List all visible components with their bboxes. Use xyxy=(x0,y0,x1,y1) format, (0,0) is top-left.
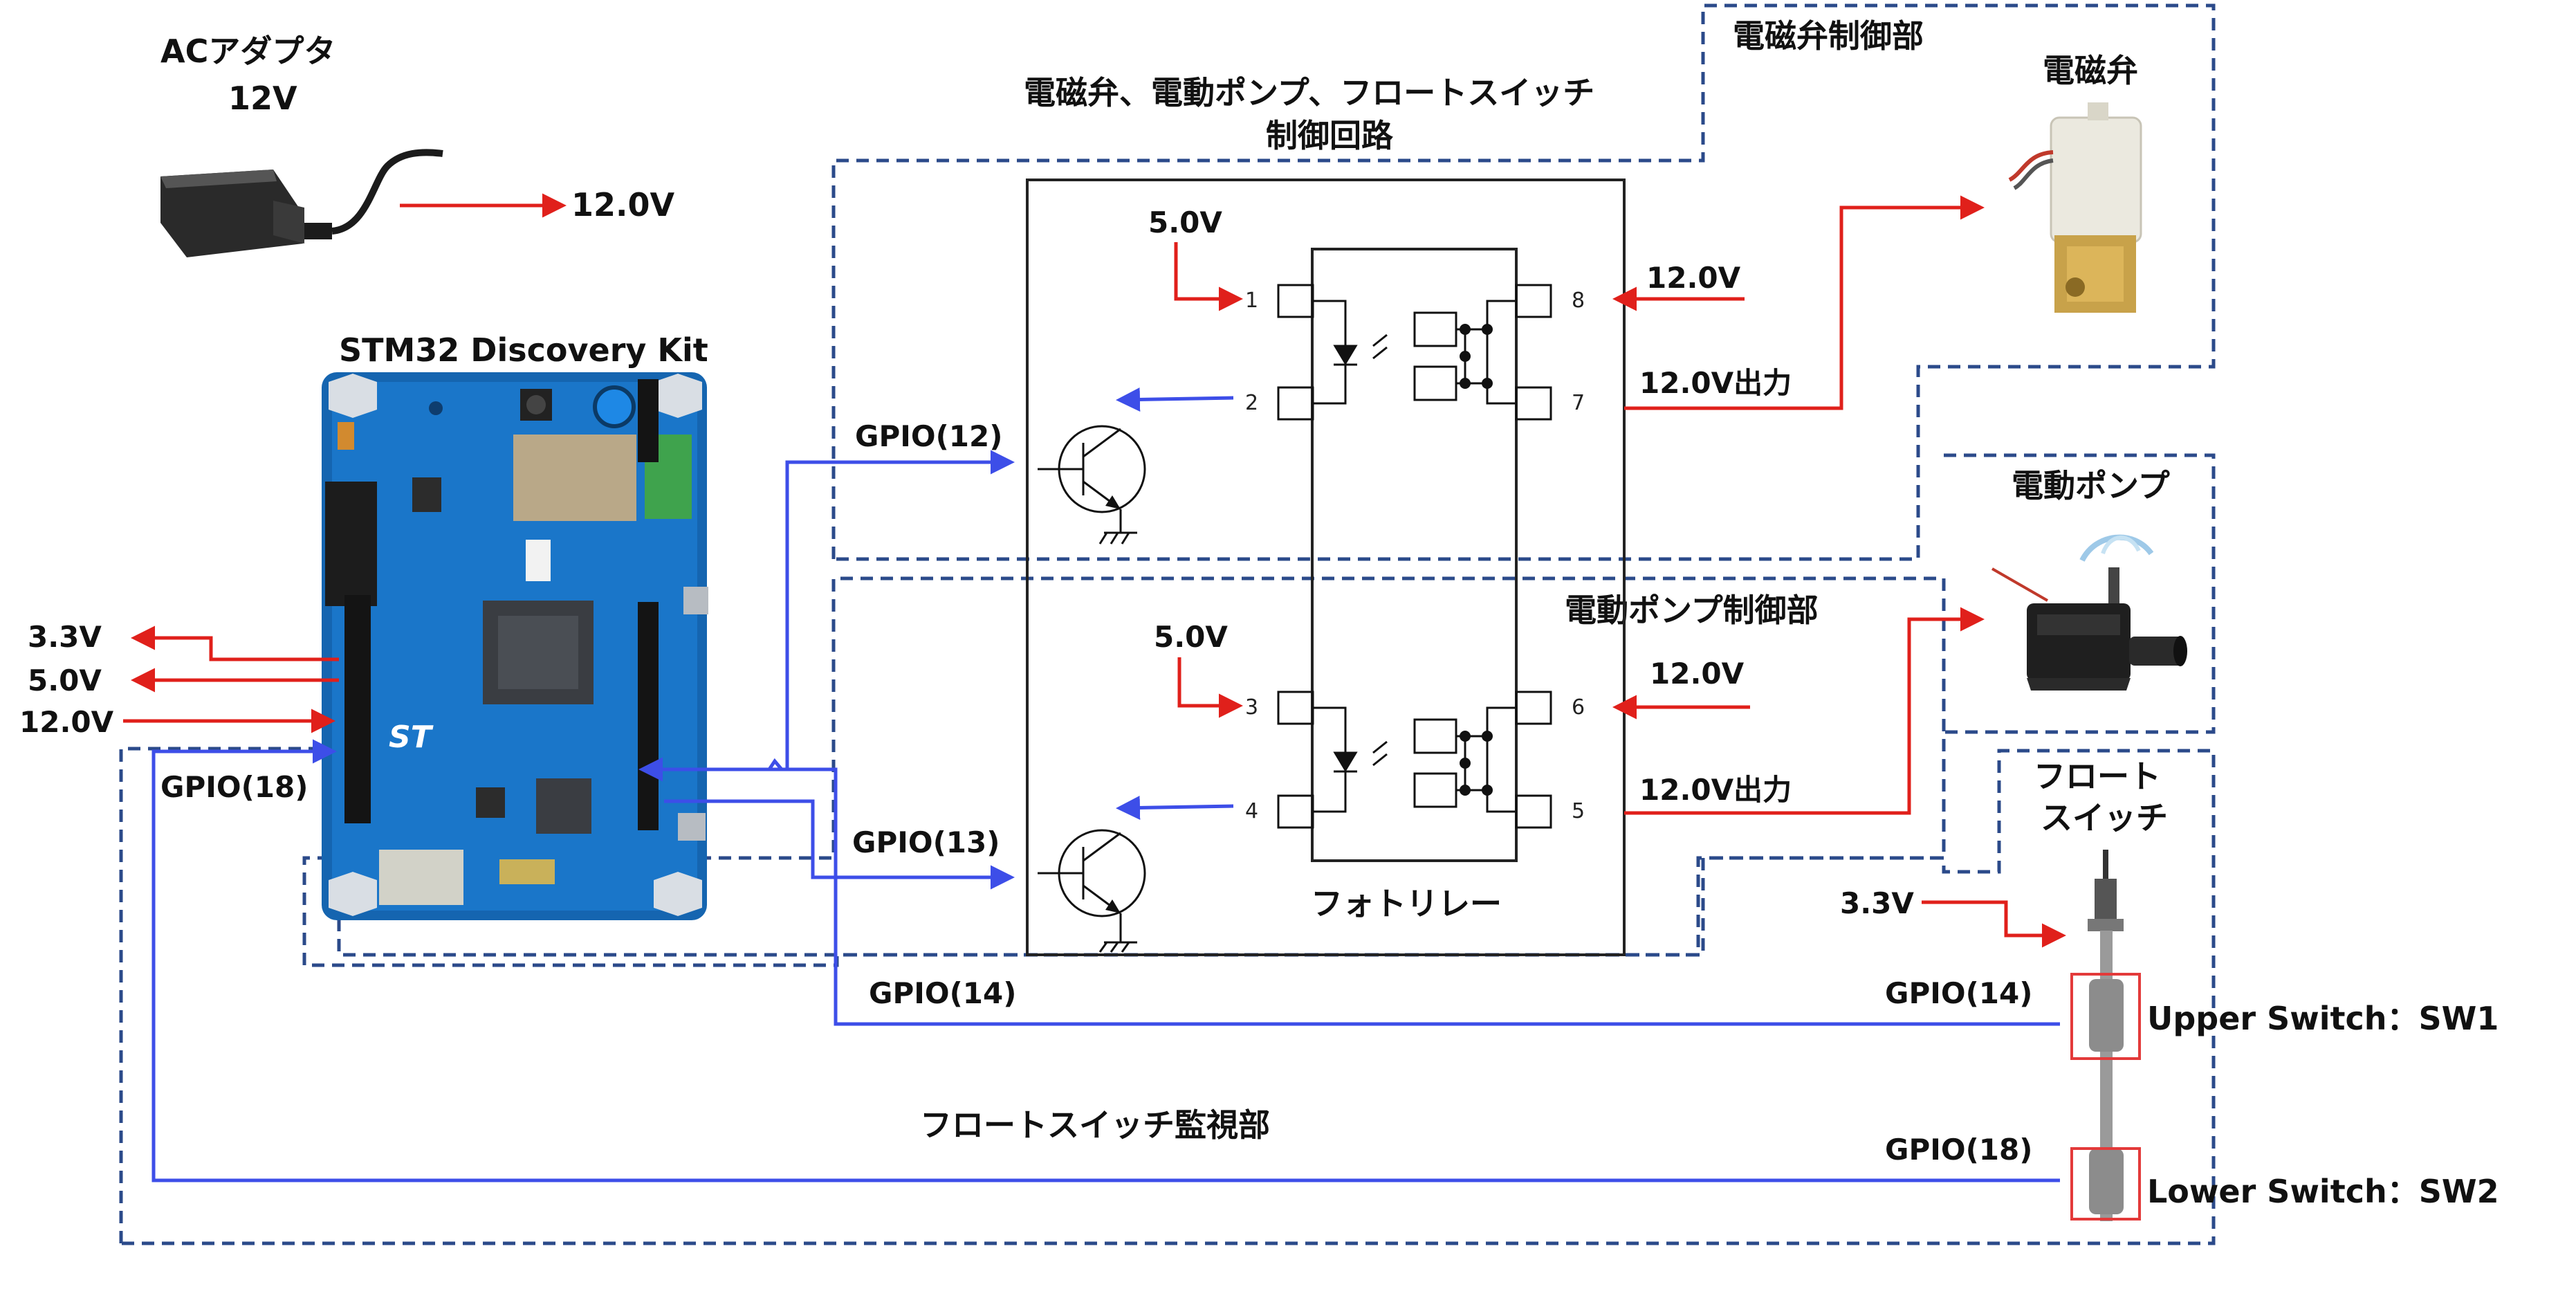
relay-12v-bottom-in-label: 12.0V xyxy=(1650,657,1745,691)
control-circuit-subtitle: 制御回路 xyxy=(1266,117,1394,154)
adapter-title: ACアダプタ xyxy=(160,33,335,70)
float-switch-title-line1: フロート xyxy=(2034,758,2161,795)
pin-6: 6 xyxy=(1572,695,1585,720)
adapter-voltage-rating: 12V xyxy=(228,80,297,117)
gpio14-left-label: GPIO(14) xyxy=(869,976,1016,1010)
pump-supply-wire xyxy=(1624,607,1985,815)
pump-device-boundary xyxy=(1944,453,2216,734)
solenoid-valve-icon xyxy=(2008,102,2142,313)
photorelay-package xyxy=(1311,248,1518,862)
gpio14-right-label: GPIO(14) xyxy=(1885,976,2032,1010)
valve-control-boundary xyxy=(831,3,2216,561)
pin4-signal-wire xyxy=(1116,795,1234,820)
transistor-upper-emitter-arrow xyxy=(1105,495,1121,509)
transistor-lower-emitter-arrow xyxy=(1105,899,1121,913)
circuit-board-frame xyxy=(1026,179,1626,956)
pin-7: 7 xyxy=(1572,391,1585,415)
board-5v-label: 5.0V xyxy=(28,664,102,697)
relay-12v-bottom-out-label: 12.0V出力 xyxy=(1639,773,1792,807)
float-supply-label: 3.3V xyxy=(1840,886,1914,920)
stm32-board: ST xyxy=(322,372,708,920)
float-switch-icon xyxy=(2088,850,2124,1221)
pin2-signal-wire xyxy=(1116,387,1234,412)
relay-internals-upper xyxy=(1313,300,1516,405)
adapter-output-label: 12.0V xyxy=(571,186,674,223)
transistor-lower xyxy=(1038,829,1146,953)
upper-switch-highlight xyxy=(2070,973,2141,1060)
gpio18-wire xyxy=(151,739,2060,1182)
float-supply-wire xyxy=(1922,900,2066,948)
relay-5v-top-label: 5.0V xyxy=(1148,205,1222,239)
control-circuit-title: 電磁弁、電動ポンプ、フロートスイッチ xyxy=(1024,74,1594,111)
gpio12-label: GPIO(12) xyxy=(855,419,1002,453)
pin-1: 1 xyxy=(1245,289,1258,313)
relay-12v-top-in-label: 12.0V xyxy=(1646,261,1741,295)
gpio13-label: GPIO(13) xyxy=(852,825,1000,859)
pin-5: 5 xyxy=(1572,799,1585,823)
gpio18-left-label: GPIO(18) xyxy=(160,770,308,804)
pin-8: 8 xyxy=(1572,289,1585,313)
board-12v-label: 12.0V xyxy=(19,705,114,739)
upper-switch-label: Upper Switch：SW1 xyxy=(2147,1000,2499,1037)
pump-control-label: 電動ポンプ制御部 xyxy=(1565,592,1819,629)
ac-adapter-icon xyxy=(160,149,443,257)
gpio13-wire xyxy=(664,799,1015,890)
pin-4: 4 xyxy=(1245,799,1258,823)
relay-12v-top-out-label: 12.0V出力 xyxy=(1639,366,1792,400)
float-switch-title-line2: スイッチ xyxy=(2041,799,2168,837)
electric-pump-icon xyxy=(1991,534,2187,691)
transistor-upper xyxy=(1038,425,1146,545)
relay-junctions-lower xyxy=(1460,731,1493,796)
relay-junctions-upper xyxy=(1460,324,1493,389)
lower-switch-highlight xyxy=(2070,1147,2141,1221)
relay-5v-bottom-wire xyxy=(1177,657,1243,718)
valve-control-label: 電磁弁制御部 xyxy=(1733,17,1924,55)
pump-title: 電動ポンプ xyxy=(2012,467,2170,504)
gpio18-right-label: GPIO(18) xyxy=(1885,1133,2032,1167)
board-title: STM32 Discovery Kit xyxy=(339,331,708,369)
relay-5v-bottom-label: 5.0V xyxy=(1154,620,1228,654)
pin-2: 2 xyxy=(1245,391,1258,415)
photorelay-name: フォトリレー xyxy=(1311,885,1502,922)
gpio14-wire xyxy=(638,757,2060,1026)
relay-5v-top-wire xyxy=(1174,242,1243,311)
pin-3: 3 xyxy=(1245,695,1258,720)
board-33v-label: 3.3V xyxy=(28,620,102,654)
float-monitor-label: フロートスイッチ監視部 xyxy=(920,1106,1270,1144)
valve-supply-wire xyxy=(1624,195,1985,410)
board-logo-text: ST xyxy=(389,720,434,755)
board-33v-wire xyxy=(131,625,339,661)
relay-internals-lower xyxy=(1313,706,1516,813)
lower-switch-label: Lower Switch：SW2 xyxy=(2147,1173,2499,1210)
valve-title: 電磁弁 xyxy=(2043,52,2138,89)
